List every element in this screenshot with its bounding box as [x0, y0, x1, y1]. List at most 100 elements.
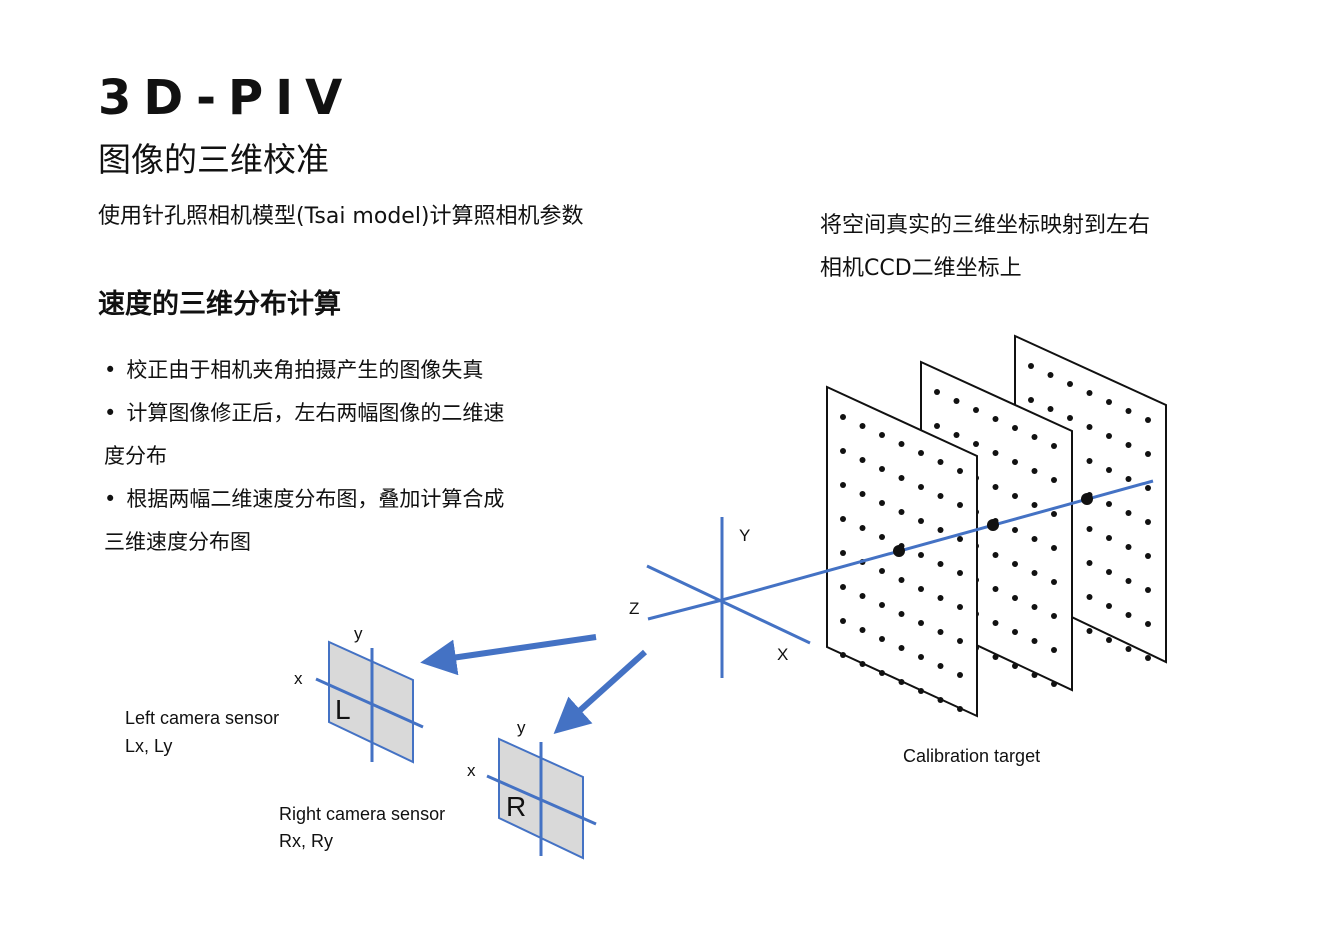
calibration-dot [957, 604, 963, 610]
calibration-dot [879, 670, 885, 676]
calibration-dot [1106, 501, 1112, 507]
calibration-dot [898, 577, 905, 583]
calibration-dot [1028, 397, 1034, 403]
calibration-dot [918, 518, 924, 524]
calibration-dot [992, 552, 999, 558]
calibration-dot [937, 663, 944, 669]
calibration-dot [1051, 477, 1057, 483]
main-title: 3D-PIV [98, 70, 355, 126]
calibration-dot [957, 672, 963, 678]
calibration-dot [992, 654, 999, 660]
axis-intersection-dot [1081, 493, 1093, 505]
calibration-dot [1106, 535, 1112, 541]
calibration-dot [1125, 476, 1132, 482]
calibration-dot [879, 432, 885, 438]
calibration-dot [957, 706, 963, 712]
calibration-dot [1067, 415, 1073, 421]
calibration-dot [898, 645, 905, 651]
right-sensor-letter: R [506, 791, 526, 822]
calibration-dot [1106, 467, 1112, 473]
bullet-item: •根据两幅二维速度分布图，叠加计算合成三维速度分布图 [104, 478, 524, 564]
calibration-dot [953, 398, 960, 404]
calibration-dot [1012, 629, 1018, 635]
world-axes: Y X Z [629, 517, 811, 678]
calibration-dot [898, 611, 905, 617]
calibration-dot [898, 679, 905, 685]
calibration-dot [1125, 408, 1132, 414]
calibration-dot [898, 509, 905, 515]
calibration-dot [953, 432, 960, 438]
calibration-dot [957, 570, 963, 576]
calibration-dot [1051, 647, 1057, 653]
calibration-dot [859, 491, 866, 497]
calibration-dot [1067, 381, 1073, 387]
calibration-dot [937, 629, 944, 635]
calibration-dot [1031, 468, 1038, 474]
calibration-dot [840, 652, 846, 658]
section-heading: 速度的三维分布计算 [98, 289, 341, 320]
calibration-dot [1012, 459, 1018, 465]
y-axis-label: Y [739, 526, 750, 545]
calibration-dot [918, 450, 924, 456]
calibration-dot [859, 457, 866, 463]
calibration-dot [918, 586, 924, 592]
left-sensor-x-label: x [294, 669, 303, 688]
calibration-dot [1047, 372, 1054, 378]
calibration-dot [1106, 603, 1112, 609]
calibration-dot [1051, 443, 1057, 449]
bullet-text: 根据两幅二维速度分布图，叠加计算合成三维速度分布图 [104, 487, 505, 554]
calibration-dot [1051, 511, 1057, 517]
calibration-dot [879, 466, 885, 472]
calibration-dot [992, 416, 999, 422]
calibration-dot [937, 595, 944, 601]
right-sensor-name: Right camera sensor [279, 804, 445, 824]
calibration-dot [1051, 545, 1057, 551]
bullet-text: 校正由于相机夹角拍摄产生的图像失真 [126, 358, 484, 382]
calibration-dot [1012, 527, 1018, 533]
bullet-list: •校正由于相机夹角拍摄产生的图像失真 •计算图像修正后，左右两幅图像的二维速度分… [104, 349, 524, 564]
calibration-dot [1145, 485, 1151, 491]
calibration-dot [859, 661, 866, 667]
calibration-dot [1086, 458, 1093, 464]
calibration-dot [840, 516, 846, 522]
intro-text: 使用针孔照相机模型(Tsai model)计算照相机参数 [98, 204, 584, 229]
left-sensor-name: Left camera sensor [125, 708, 279, 728]
subtitle: 图像的三维校准 [98, 140, 329, 179]
calibration-dot [1012, 425, 1018, 431]
calibration-dot [1031, 570, 1038, 576]
calibration-dot [1145, 587, 1151, 593]
calibration-dot [937, 527, 944, 533]
calibration-dot [879, 636, 885, 642]
calibration-dot [1145, 621, 1151, 627]
calibration-dot [973, 441, 979, 447]
calibration-dot [918, 552, 924, 558]
calibration-dot [1086, 628, 1093, 634]
calibration-dot [879, 534, 885, 540]
calibration-dot [1145, 655, 1151, 661]
bullet-dot-icon: • [104, 358, 117, 382]
calibration-dot [992, 620, 999, 626]
calibration-dot [918, 484, 924, 490]
calibration-dot [1012, 595, 1018, 601]
mapping-line-1: 将空间真实的三维坐标映射到左右 [820, 213, 1151, 238]
calibration-dot [1106, 399, 1112, 405]
calibration-dot [1125, 646, 1132, 652]
projection-arrow-right [553, 649, 648, 735]
right-sensor-coords: Rx, Ry [279, 831, 333, 851]
z-axis-label: Z [629, 599, 639, 618]
calibration-dot [1012, 561, 1018, 567]
x-axis-line [646, 564, 811, 645]
calibration-dot [918, 688, 924, 694]
calibration-dot [937, 561, 944, 567]
calibration-dot [840, 482, 846, 488]
bullet-dot-icon: • [104, 401, 117, 425]
calibration-dot [1012, 663, 1018, 669]
calibration-dot [957, 502, 963, 508]
mapping-line-2: 相机CCD二维坐标上 [820, 256, 1022, 281]
calibration-dot [1031, 672, 1038, 678]
calibration-dot [879, 568, 885, 574]
calibration-dot [1125, 578, 1132, 584]
axis-intersection-dot [987, 519, 999, 531]
calibration-dot [1031, 604, 1038, 610]
